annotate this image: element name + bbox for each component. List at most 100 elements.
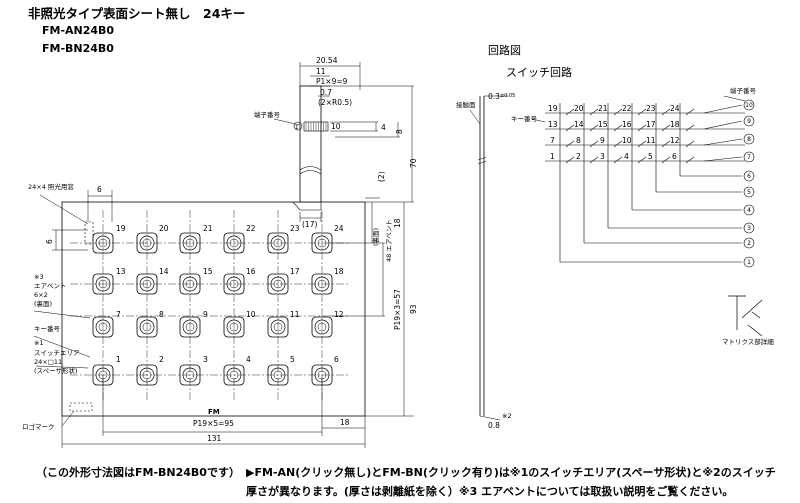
airvent-note-d: (裏面) (34, 299, 52, 308)
terminal-number: 8 (747, 136, 751, 143)
key-number: 17 (290, 267, 300, 276)
circuit-key: 24 (670, 104, 680, 113)
thickness-dim: 0.3 (488, 92, 500, 101)
connector-pins (305, 122, 327, 131)
key-number: 7 (116, 310, 121, 319)
circuit-key: 8 (576, 136, 581, 145)
key-number: 13 (116, 267, 126, 276)
light-window-label: 24×4 照光用窓 (28, 182, 74, 191)
dim-radius: (2×R0.5) (318, 98, 352, 107)
circuit-key: 7 (550, 136, 555, 145)
dim-131: 131 (207, 434, 222, 443)
key-button[interactable] (179, 316, 201, 338)
key-button[interactable] (136, 364, 158, 386)
key-number: 21 (203, 224, 213, 233)
key-button[interactable] (223, 364, 245, 386)
key-number: 16 (246, 267, 256, 276)
circuit-key: 16 (622, 120, 632, 129)
circuit-key: 11 (646, 136, 656, 145)
key-button[interactable] (92, 232, 114, 254)
key-grid (92, 232, 333, 386)
key-button[interactable] (267, 316, 289, 338)
terminal-number: 4 (747, 207, 751, 214)
airvent-vertical-label: 48 エアベント (385, 219, 393, 262)
circuit-key-numbers: 19 20 21 22 23 24 13 14 15 16 17 18 7 8 … (548, 104, 680, 161)
key-number: 6 (334, 355, 339, 364)
circuit-key: 18 (670, 120, 680, 129)
circuit-key: 15 (598, 120, 608, 129)
terminal-numbers: 10 9 8 7 6 5 4 3 2 1 (745, 102, 753, 266)
dim-0-7: 0.7 (320, 88, 332, 97)
key-button[interactable] (267, 232, 289, 254)
key-button[interactable] (136, 316, 158, 338)
dim-20-54: 20.54 (316, 56, 338, 65)
key-button[interactable] (223, 232, 245, 254)
key-button[interactable] (92, 364, 114, 386)
circuit-key: 12 (670, 136, 680, 145)
key-button[interactable] (311, 232, 333, 254)
key-button[interactable] (179, 232, 201, 254)
circuit-key: 13 (548, 120, 558, 129)
logo-mark-box (69, 402, 93, 412)
key-button[interactable] (92, 316, 114, 338)
fm-logo-text: FM (208, 408, 220, 416)
airvent-note-c: 6×2 (34, 291, 48, 299)
key-button[interactable] (223, 273, 245, 295)
circuit-key: 17 (646, 120, 656, 129)
key-button[interactable] (267, 273, 289, 295)
matrix-detail-label: マトリクス部詳細 (722, 337, 774, 346)
dim-pitch-19x5: P19×5=95 (193, 419, 234, 428)
switch-area-note-b: スイッチエリア (34, 349, 80, 357)
circuit-subtitle: スイッチ回路 (506, 66, 572, 79)
key-number: 14 (159, 267, 169, 276)
footer-note-left: （この外形寸法図はFM-BN24B0です） (36, 466, 240, 479)
key-button[interactable] (311, 316, 333, 338)
circuit-key: 23 (646, 104, 656, 113)
key-button[interactable] (223, 316, 245, 338)
front-key-numbers: 19 20 21 22 23 24 13 14 15 16 17 18 7 8 … (116, 224, 344, 364)
dim-2: (2) (377, 171, 386, 182)
key-button[interactable] (92, 273, 114, 295)
key-button[interactable] (179, 364, 201, 386)
key-number: 3 (203, 355, 208, 364)
key-number-label: キー番号 (34, 325, 61, 333)
circuit-terminal-label: 端子番号 (730, 86, 757, 95)
page-title: 非照光タイプ表面シート無し 24キー (28, 6, 246, 21)
key-button[interactable] (136, 232, 158, 254)
switch-thickness-note: ※2 (502, 412, 512, 420)
switch-area-note-d: (スペーサ形状) (34, 366, 78, 375)
key-number: 10 (246, 310, 256, 319)
model-number-an: FM-AN24B0 (42, 24, 115, 37)
key-number: 20 (159, 224, 169, 233)
circuit-key: 2 (576, 152, 581, 161)
key-number: 5 (290, 355, 295, 364)
dim-11: 11 (316, 67, 326, 76)
circuit-title: 回路図 (488, 44, 521, 57)
circuit-key: 20 (574, 104, 584, 113)
matrix-detail-symbol (728, 295, 763, 337)
key-button[interactable] (179, 273, 201, 295)
airvent-note-b: エアベント (34, 282, 66, 290)
key-number: 1 (116, 355, 121, 364)
logo-mark-label: ロゴマーク (22, 422, 55, 431)
side-dim-0-8: 0.8 (488, 421, 500, 430)
key-button[interactable] (267, 364, 289, 386)
terminal-number: 7 (747, 154, 751, 161)
key-button[interactable] (311, 273, 333, 295)
circuit-key: 1 (550, 152, 555, 161)
key-number: 8 (159, 310, 164, 319)
terminal-number: 6 (747, 173, 751, 180)
terminal-number: 10 (745, 102, 753, 109)
key-number: 19 (116, 224, 126, 233)
thickness-tolerance: ±0.05 (500, 93, 515, 99)
circuit-key: 14 (574, 120, 584, 129)
pin-1-label: 1 (295, 125, 299, 131)
terminal-number: 3 (747, 225, 751, 232)
light-window (84, 221, 94, 245)
model-number-bn: FM-BN24B0 (42, 42, 114, 55)
terminal-number: 1 (747, 259, 751, 266)
circuit-key: 9 (600, 136, 605, 145)
key-button[interactable] (311, 364, 333, 386)
key-button[interactable] (136, 273, 158, 295)
